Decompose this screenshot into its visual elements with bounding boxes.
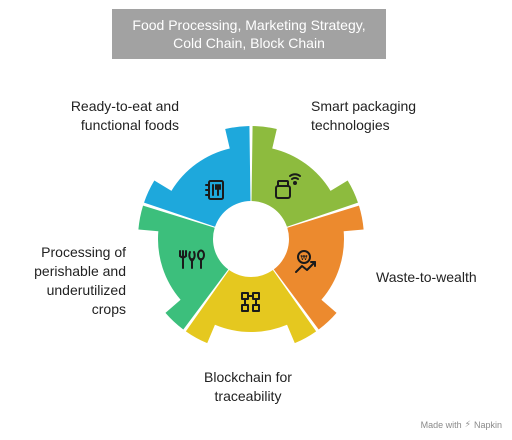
label-line: crops	[91, 301, 126, 317]
gear-hub	[214, 202, 288, 276]
label-blockchain: Blockchain for traceability	[188, 368, 308, 406]
watermark-text: Made with	[420, 419, 462, 430]
svg-text:₩: ₩	[301, 254, 308, 262]
smart-jar-icon	[275, 173, 301, 199]
label-line: Ready-to-eat and	[70, 98, 179, 114]
title-box: Food Processing, Marketing Strategy, Col…	[112, 9, 386, 59]
food-processing-icon	[179, 249, 205, 269]
watermark: Made with ⚡︎ Napkin	[421, 419, 502, 430]
title-line-2: Cold Chain, Block Chain	[173, 35, 325, 51]
label-line: functional foods	[80, 117, 179, 133]
label-line: underutilized	[46, 282, 126, 298]
label-ready-to-eat: Ready-to-eat and functional foods	[69, 97, 179, 135]
wealth-growth-icon: ₩	[295, 250, 316, 273]
label-line: traceability	[214, 388, 282, 404]
label-processing: Processing of perishable and underutiliz…	[14, 243, 126, 319]
napkin-logo-icon: ⚡︎	[464, 419, 471, 429]
label-line: technologies	[311, 117, 390, 133]
gear-segment-waste-to-wealth	[185, 270, 317, 344]
label-line: Waste-to-wealth	[376, 269, 477, 285]
gear-segment-ready-to-eat	[144, 126, 251, 227]
label-line: Blockchain for	[204, 369, 292, 385]
label-line: Processing of	[41, 244, 126, 260]
gear-segment-processing	[251, 126, 358, 227]
watermark-brand: Napkin	[473, 419, 502, 430]
label-waste-to-wealth: Waste-to-wealth	[376, 268, 496, 287]
title-line-1: Food Processing, Marketing Strategy,	[132, 17, 366, 33]
label-smart-packaging: Smart packaging technologies	[311, 97, 431, 135]
menu-book-icon	[205, 180, 224, 200]
label-line: perishable and	[34, 263, 126, 279]
label-line: Smart packaging	[311, 98, 417, 114]
blockchain-icon	[241, 292, 260, 312]
gear-segment-blockchain	[273, 205, 364, 330]
